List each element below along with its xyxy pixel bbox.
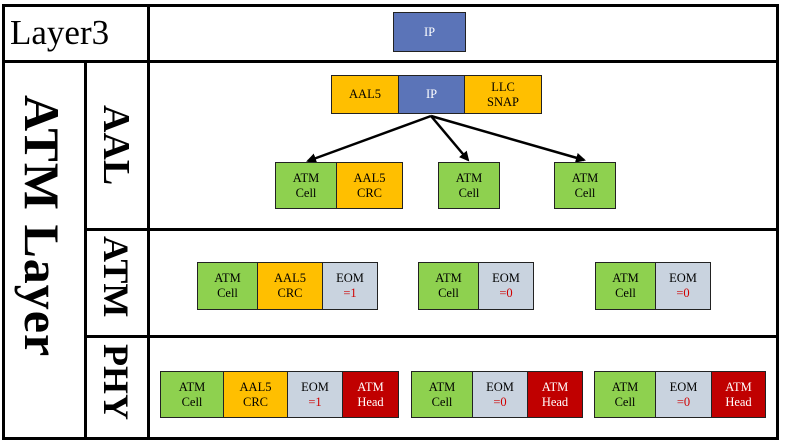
- phy-cell2-eom-label: EOM: [486, 379, 514, 394]
- phy-cell1-eom-label: EOM: [301, 379, 329, 394]
- phy-cell3-head-label: Head: [725, 394, 752, 409]
- layer3-ip-box: IP: [393, 12, 466, 52]
- phy-cell2-head-atm-label: ATM: [541, 379, 569, 394]
- layer3-ip-label: IP: [423, 24, 436, 39]
- phy-cell2-atm-box: ATM Cell: [411, 371, 473, 418]
- atm-cell2-cell-label: Cell: [438, 286, 459, 300]
- arrow-to-cell-2: [430, 115, 470, 162]
- phy-cell2-eom-value: =0: [493, 394, 507, 409]
- divider-atm-layer-column: [84, 62, 87, 440]
- aal-cell1-aal5-label: AAL5: [353, 170, 386, 185]
- aal-cell3-atm-label: ATM: [571, 170, 599, 185]
- atm-cell1-eom-label: EOM: [336, 271, 364, 285]
- phy-cell3-eom-label: EOM: [669, 379, 698, 394]
- phy-cell3-cell-label: Cell: [614, 394, 636, 409]
- aal-cell1-atm-box: ATM Cell: [275, 162, 337, 209]
- phy-cell2-cell-label: Cell: [431, 394, 453, 409]
- row-label-aal: AAL: [95, 105, 137, 186]
- aal-cell2-atm-label: ATM: [455, 170, 483, 185]
- phy-cell3-atm-label: ATM: [611, 379, 639, 394]
- atm-cell1-crc-box: AAL5 CRC: [257, 262, 323, 310]
- phy-cell1-atm-box: ATM Cell: [160, 371, 224, 418]
- phy-cell1-eom-value: =1: [308, 394, 322, 409]
- aal-pdu-snap-label: SNAP: [487, 94, 519, 109]
- phy-cell2-eom-box: EOM =0: [472, 371, 528, 418]
- atm-cell2-atm-box: ATM Cell: [418, 262, 479, 310]
- row-label-atm-layer: ATM Layer: [14, 95, 70, 358]
- phy-cell1-atm-label: ATM: [178, 379, 206, 394]
- atm-cell1-cell-label: Cell: [217, 286, 238, 300]
- phy-cell1-cell-label: Cell: [181, 394, 203, 409]
- phy-cell1-head-box: ATM Head: [342, 371, 399, 418]
- phy-cell3-eom-box: EOM =0: [655, 371, 712, 418]
- atm-cell1-eom-box: EOM =1: [322, 262, 378, 310]
- atm-cell1-eom-value: =1: [343, 286, 357, 300]
- aal-cell2-cell-label: Cell: [458, 185, 480, 200]
- atm-cell3-atm-label: ATM: [612, 271, 639, 285]
- aal-pdu-aal5-label: AAL5: [349, 87, 381, 101]
- atm-cell1-crc-label: CRC: [277, 286, 303, 300]
- arrow-to-cell-3: [430, 114, 586, 163]
- aal-pdu-llc-label: LLC: [491, 79, 515, 94]
- divider-atm-phy: [85, 335, 779, 338]
- phy-cell3-eom-value: =0: [676, 394, 691, 409]
- atm-cell2-eom-label: EOM: [492, 271, 520, 285]
- phy-cell1-head-atm-label: ATM: [357, 379, 384, 394]
- row-label-layer3: Layer3: [10, 13, 110, 52]
- aal-cell3-atm-box: ATM Cell: [554, 162, 616, 209]
- aal-cell1-atm-label: ATM: [292, 170, 320, 185]
- atm-cell3-eom-label: EOM: [669, 271, 697, 285]
- phy-cell1-eom-box: EOM =1: [287, 371, 343, 418]
- atm-cell2-eom-value: =0: [499, 286, 513, 300]
- row-label-phy: PHY: [96, 344, 136, 420]
- atm-cell3-eom-value: =0: [676, 286, 690, 300]
- phy-cell1-aal5-label: AAL5: [239, 379, 272, 394]
- phy-cell3-head-atm-label: ATM: [725, 379, 752, 394]
- phy-cell2-atm-label: ATM: [428, 379, 456, 394]
- divider-label-column: [147, 4, 150, 440]
- aal-pdu-ip-box: IP: [398, 75, 465, 114]
- aal-cell3-cell-label: Cell: [574, 185, 596, 200]
- aal-cell2-atm-box: ATM Cell: [438, 162, 500, 209]
- phy-cell1-crc-box: AAL5 CRC: [223, 371, 288, 418]
- phy-cell3-atm-box: ATM Cell: [594, 371, 656, 418]
- aal-cell1-crc-label: CRC: [356, 185, 382, 200]
- atm-cell3-cell-label: Cell: [615, 286, 636, 300]
- divider-aal-atm: [85, 228, 779, 231]
- atm-cell2-atm-label: ATM: [435, 271, 462, 285]
- phy-cell1-head-label: Head: [357, 394, 384, 409]
- atm-cell3-eom-box: EOM =0: [655, 262, 711, 310]
- phy-cell2-head-label: Head: [541, 394, 569, 409]
- row-label-atm: ATM: [96, 236, 136, 318]
- aal-pdu-ip-label: IP: [425, 87, 438, 101]
- atm-cell3-atm-box: ATM Cell: [595, 262, 656, 310]
- atm-cell1-atm-label: ATM: [214, 271, 241, 285]
- aal-cell1-cell-label: Cell: [295, 185, 317, 200]
- phy-cell2-head-box: ATM Head: [527, 371, 583, 418]
- phy-cell1-crc-label: CRC: [242, 394, 268, 409]
- diagram-frame: [2, 4, 779, 440]
- atm-cell1-aal5-label: AAL5: [274, 271, 306, 285]
- aal-cell1-crc-box: AAL5 CRC: [336, 162, 403, 209]
- atm-cell1-atm-box: ATM Cell: [197, 262, 258, 310]
- aal-pdu-llc-snap-box: LLC SNAP: [464, 75, 542, 114]
- atm-cell2-eom-box: EOM =0: [478, 262, 534, 310]
- divider-layer3: [2, 60, 779, 63]
- arrow-to-cell-1: [306, 114, 432, 163]
- phy-cell3-head-box: ATM Head: [711, 371, 766, 418]
